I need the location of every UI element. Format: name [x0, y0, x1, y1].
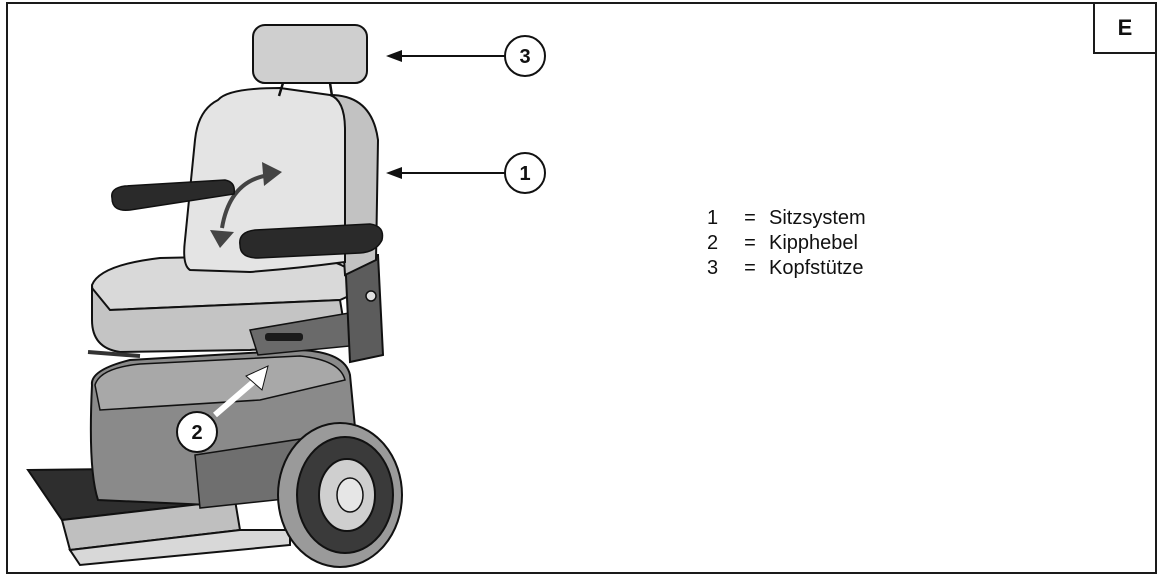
section-label: E	[1093, 4, 1155, 54]
tilt-arrow-head-bottom	[210, 230, 234, 248]
callout-3-circle	[504, 35, 546, 77]
legend-separator: =	[744, 232, 756, 254]
callout-1-number: 1	[519, 163, 530, 185]
left-armrest	[111, 179, 236, 211]
callout-1-arrow-head	[386, 167, 402, 179]
tilt-lever	[265, 333, 303, 341]
legend-row: 3 = Kopfstütze	[707, 256, 866, 281]
legend-label: Kipphebel	[769, 232, 858, 254]
callout-2-number: 2	[191, 422, 202, 444]
bracket-knob	[365, 290, 377, 302]
rear-wheel-center	[336, 477, 364, 513]
legend-number: 1	[707, 207, 719, 229]
legend-number: 2	[707, 232, 719, 254]
callout-2-arrow-line	[213, 375, 260, 418]
legend-separator: =	[744, 207, 756, 229]
headrest-post-left	[277, 82, 285, 97]
legend-label: Kopfstütze	[769, 257, 864, 279]
parts-legend: 1 = Sitzsystem 2 = Kipphebel 3 = Kopfstü…	[707, 206, 866, 281]
legend-row: 1 = Sitzsystem	[707, 206, 866, 231]
legend-label: Sitzsystem	[769, 207, 866, 229]
callout-2-arrow-head	[245, 365, 269, 391]
legend-number: 3	[707, 257, 719, 279]
callout-3-arrow-head	[386, 50, 402, 62]
callout-1-circle	[504, 152, 546, 194]
legend-row: 2 = Kipphebel	[707, 231, 866, 256]
callout-3-number: 3	[519, 46, 530, 68]
seat-rail	[87, 350, 141, 358]
right-armrest	[239, 223, 384, 259]
tilt-arrow-head-top	[262, 162, 282, 186]
callout-2-circle	[176, 411, 218, 453]
headrest-post-right	[328, 82, 334, 97]
chassis-top	[94, 355, 346, 411]
headrest	[252, 24, 368, 84]
tilt-arrow	[220, 173, 271, 229]
legend-separator: =	[744, 257, 756, 279]
